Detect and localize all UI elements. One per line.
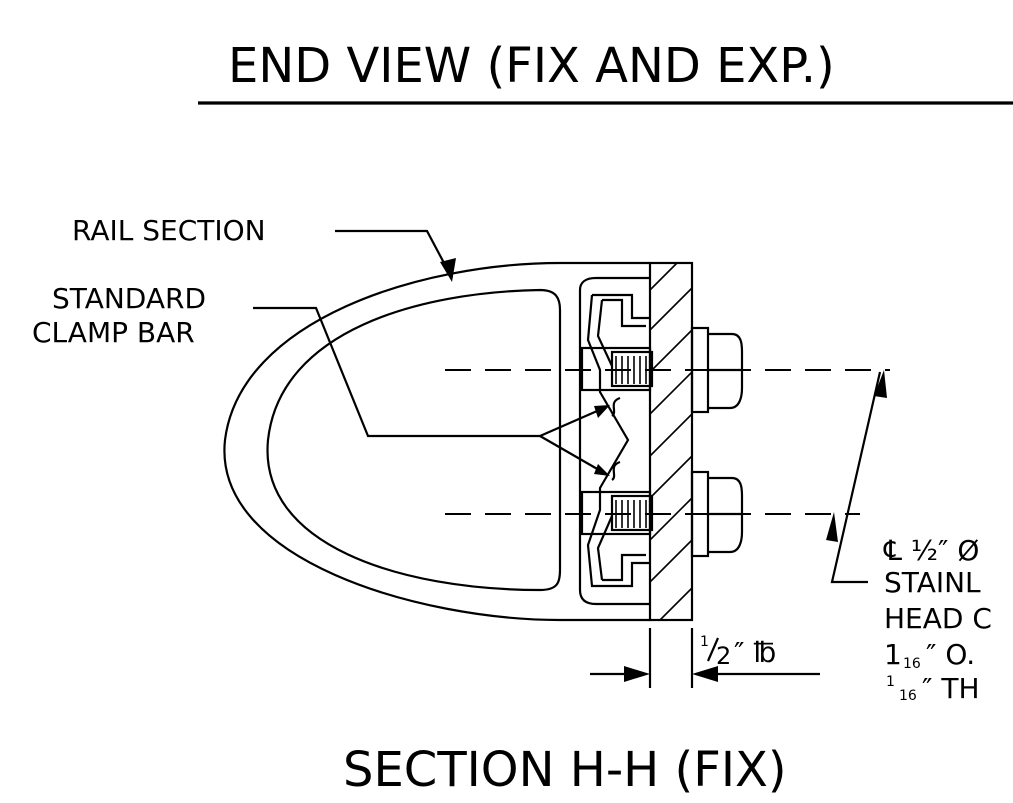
clamp-bar-arrowhead1 bbox=[594, 405, 610, 418]
clamp-bar-leader bbox=[253, 306, 540, 438]
plate-dim-den: 2 bbox=[716, 642, 731, 670]
base-plate bbox=[648, 261, 694, 622]
bolt-callout-line4-whole: 1 bbox=[884, 638, 902, 671]
bolt-callout-line5-num: 1 bbox=[886, 674, 895, 690]
bolt-callout-line5-tail: ″ TH bbox=[922, 672, 980, 705]
rail-section-leader bbox=[335, 229, 453, 279]
clamp-bar bbox=[586, 293, 650, 588]
rail-section-arrowhead bbox=[440, 258, 456, 282]
clamp-bar-arrowhead2 bbox=[594, 464, 610, 476]
bolt-callout-line1: ℄ ½″ Ø bbox=[883, 534, 979, 567]
bolt-callout-line3: HEAD C bbox=[884, 602, 992, 635]
bolt-callout-leader bbox=[830, 371, 882, 584]
bolt-callout-arrowhead-top bbox=[874, 370, 887, 398]
plate-dim-arrowhead-left bbox=[624, 666, 650, 682]
bolt-callout-arrowhead-bottom bbox=[826, 512, 838, 542]
clamp-pocket bbox=[578, 276, 650, 606]
bolt-callout-line4-tail: ″ O. bbox=[926, 638, 975, 671]
plate-dim-suffix: ″ ℔ bbox=[734, 636, 776, 669]
rail-section-outer bbox=[223, 261, 650, 622]
top-title: END VIEW (FIX AND EXP.) bbox=[228, 38, 835, 94]
plate-dim-num: 1 bbox=[700, 634, 709, 650]
clamp-bar-leader-branch1 bbox=[539, 406, 605, 438]
clamp-bar-label-line2: CLAMP BAR bbox=[32, 316, 195, 349]
clamp-bar-inner bbox=[596, 298, 646, 582]
weld-symbol-lower bbox=[611, 460, 621, 481]
rail-section-label: RAIL SECTION bbox=[72, 214, 266, 247]
bottom-title: SECTION H-H (FIX) bbox=[343, 742, 787, 798]
clamp-bar-label-line1: STANDARD bbox=[52, 282, 206, 315]
weld-symbol-upper bbox=[611, 396, 621, 417]
plate-dim-arrowhead-right bbox=[692, 666, 718, 682]
plate-dim-frac-bar bbox=[706, 637, 720, 662]
bolt-callout-line5-frac: 16 bbox=[899, 688, 917, 704]
bolt-callout-line4-frac: 16 bbox=[903, 656, 921, 672]
clamp-bar-leader-branch2 bbox=[539, 435, 607, 475]
bolt-callout-line2: STAINL bbox=[884, 566, 981, 599]
rail-section-inner bbox=[266, 288, 562, 592]
